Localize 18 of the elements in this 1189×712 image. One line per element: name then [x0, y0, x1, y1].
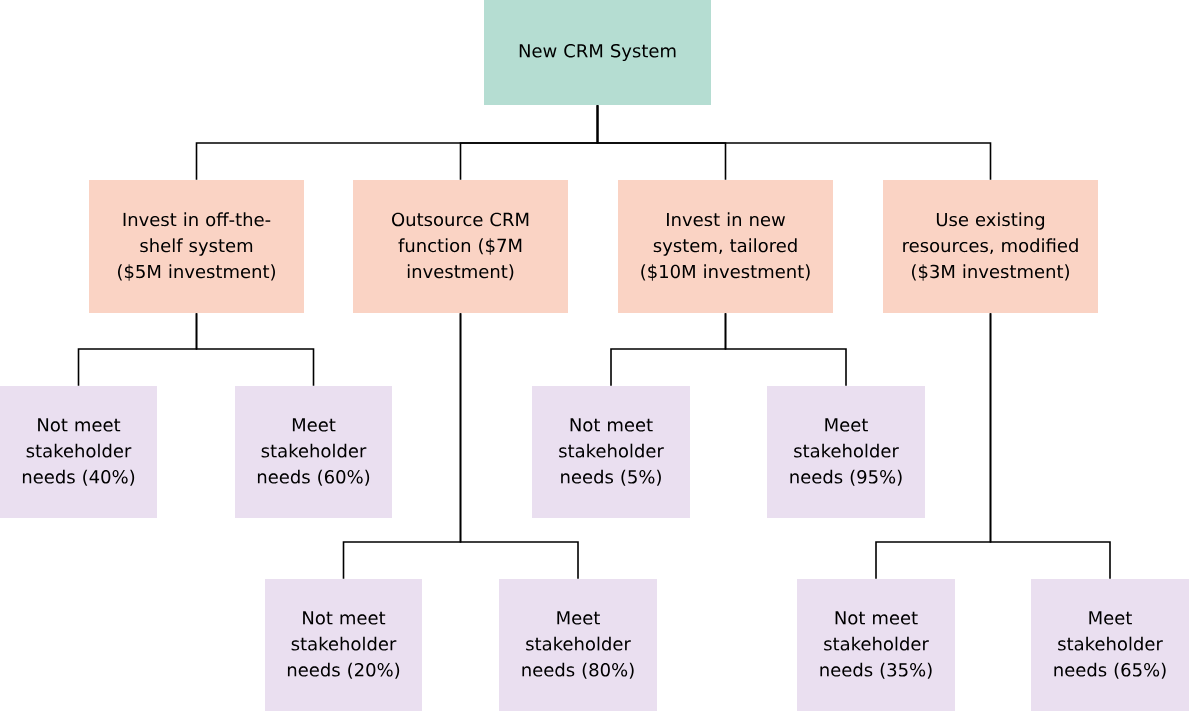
outcome-box: Meet stakeholder needs (65%)	[1031, 579, 1189, 711]
connector-line	[195, 312, 315, 387]
connector-line	[989, 312, 1111, 580]
outcome-box: Meet stakeholder needs (80%)	[499, 579, 657, 711]
connector-line	[724, 312, 847, 387]
option-box: Use existing resources, modified ($3M investment)	[883, 180, 1098, 313]
option-box: Invest in off-the-shelf system ($5M investment)	[89, 180, 304, 313]
option-box: Outsource CRM function ($7M investment)	[353, 180, 568, 313]
connector-line	[459, 312, 579, 580]
outcome-box: Meet stakeholder needs (95%)	[767, 386, 925, 518]
option-box: Invest in new system, tailored ($10M investment)	[618, 180, 833, 313]
outcome-box: Not meet stakeholder needs (40%)	[0, 386, 157, 518]
connector-line	[596, 104, 992, 181]
outcome-box: Not meet stakeholder needs (5%)	[532, 386, 690, 518]
decision-box: New CRM System	[484, 0, 711, 105]
outcome-box: Not meet stakeholder needs (35%)	[797, 579, 955, 711]
outcome-box: Not meet stakeholder needs (20%)	[265, 579, 422, 711]
outcome-box: Meet stakeholder needs (60%)	[235, 386, 392, 518]
